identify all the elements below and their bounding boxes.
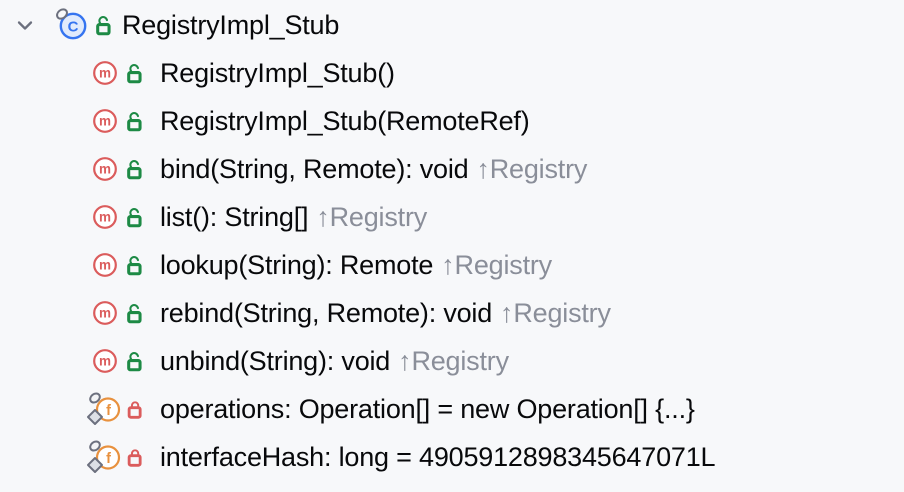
field-icon	[86, 390, 124, 428]
lock-open-icon	[126, 205, 144, 229]
tree-row-class[interactable]: RegistryImpl_Stub	[0, 1, 904, 49]
method-icon	[92, 204, 118, 230]
tree-row-method[interactable]: unbind(String): void ↑Registry	[0, 337, 904, 385]
tree-row-field[interactable]: operations: Operation[] = new Operation[…	[0, 385, 904, 433]
lock-open-icon	[95, 13, 113, 37]
inherited-from-label: ↑Registry	[441, 249, 552, 280]
method-icon	[92, 108, 118, 134]
field-label: interfaceHash: long = 490591289834564707…	[160, 441, 716, 472]
method-icon	[92, 252, 118, 278]
lock-open-icon	[126, 109, 144, 133]
method-label: rebind(String, Remote): void	[160, 297, 493, 328]
tree-row-field[interactable]: interfaceHash: long = 490591289834564707…	[0, 433, 904, 481]
lock-open-icon	[126, 157, 144, 181]
class-icon	[54, 8, 88, 42]
inherited-from-label: ↑Registry	[500, 297, 611, 328]
method-label: RegistryImpl_Stub()	[160, 57, 395, 88]
tree-row-method[interactable]: lookup(String): Remote ↑Registry	[0, 241, 904, 289]
class-name-label: RegistryImpl_Stub	[122, 9, 340, 40]
inherited-from-label: ↑Registry	[398, 345, 509, 376]
tree-row-method[interactable]: bind(String, Remote): void ↑Registry	[0, 145, 904, 193]
field-icon	[86, 438, 124, 476]
method-icon	[92, 156, 118, 182]
method-label: unbind(String): void	[160, 345, 391, 376]
lock-open-icon	[126, 301, 144, 325]
method-label: bind(String, Remote): void	[160, 153, 469, 184]
lock-closed-icon	[127, 398, 143, 420]
tree-row-method[interactable]: list(): String[] ↑Registry	[0, 193, 904, 241]
method-icon	[92, 348, 118, 374]
structure-view: RegistryImpl_Stub RegistryImpl_Stub() Re…	[0, 0, 904, 481]
method-icon	[92, 60, 118, 86]
lock-open-icon	[126, 349, 144, 373]
inherited-from-label: ↑Registry	[476, 153, 588, 184]
field-label: operations: Operation[] = new Operation[…	[160, 393, 695, 424]
lock-open-icon	[126, 61, 144, 85]
method-label: lookup(String): Remote	[160, 249, 434, 280]
lock-closed-icon	[127, 446, 143, 468]
inherited-from-label: ↑Registry	[316, 201, 428, 232]
tree-row-method[interactable]: RegistryImpl_Stub()	[0, 49, 904, 97]
method-icon	[92, 300, 118, 326]
tree-row-method[interactable]: RegistryImpl_Stub(RemoteRef)	[0, 97, 904, 145]
tree-row-method[interactable]: rebind(String, Remote): void ↑Registry	[0, 289, 904, 337]
method-label: list(): String[]	[160, 201, 309, 232]
method-label: RegistryImpl_Stub(RemoteRef)	[160, 105, 530, 136]
lock-open-icon	[126, 253, 144, 277]
chevron-down-icon[interactable]	[12, 12, 38, 38]
